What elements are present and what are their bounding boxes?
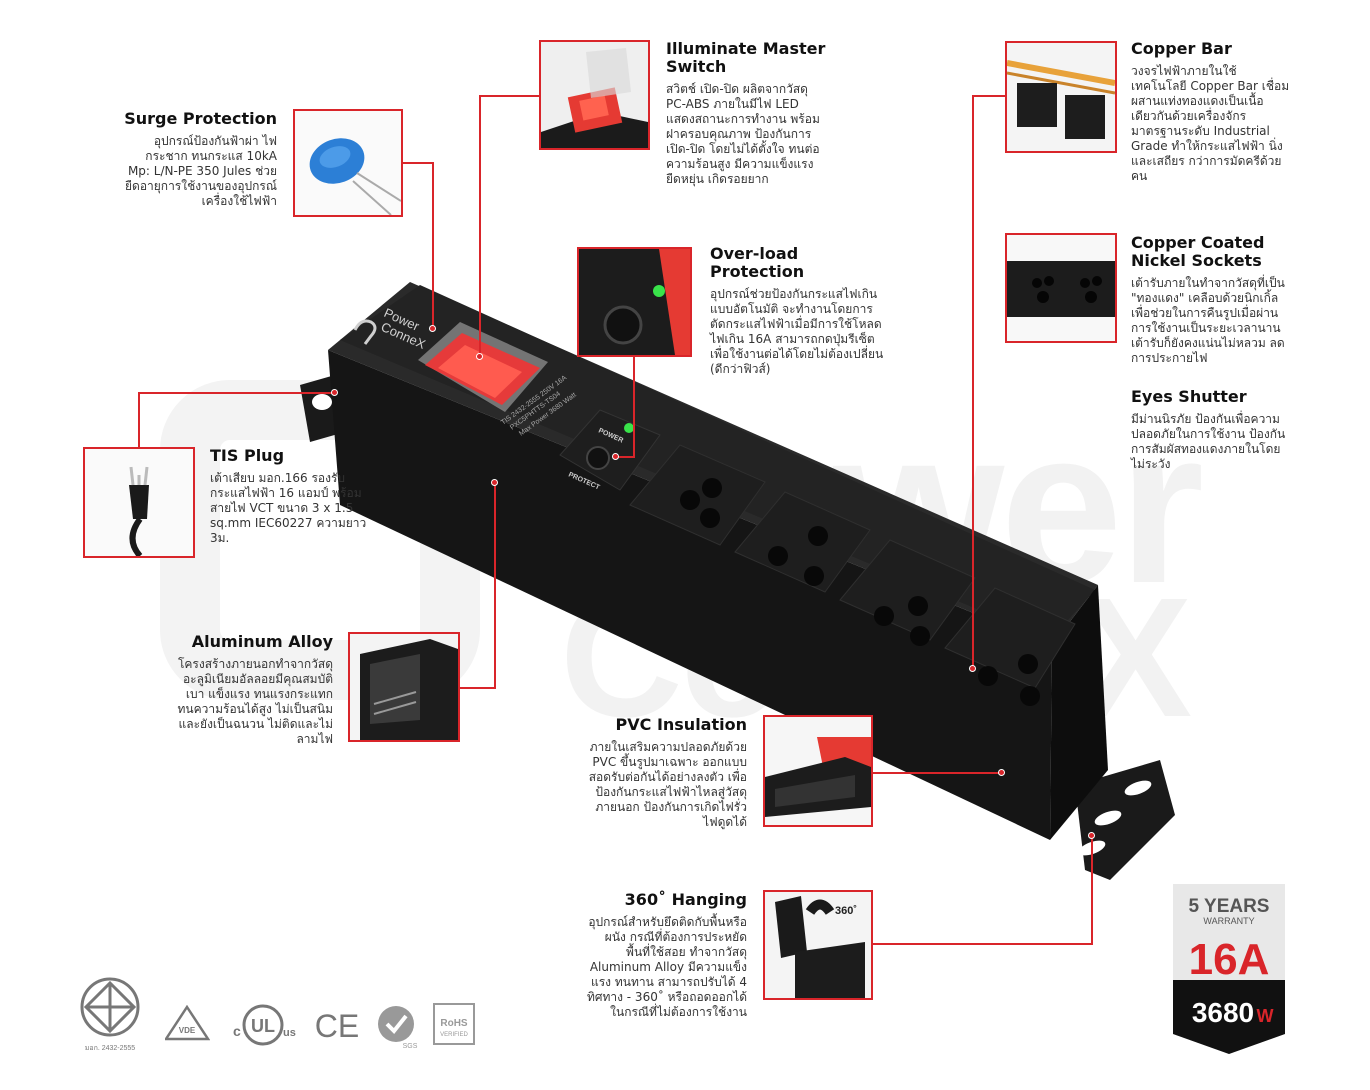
shutter-title: Eyes Shutter (1131, 387, 1247, 406)
ce-cert-icon: CE (315, 1008, 359, 1044)
spec-1: TIS 2432-2555 250V 16A (500, 374, 568, 426)
master-title: Illuminate Master Switch (666, 39, 826, 76)
badge-watt: 3680 (1192, 997, 1254, 1028)
feature-master-switch: Illuminate Master Switch สวิตช์ เปิด-ปิด… (666, 40, 831, 187)
tis-title: TIS Plug (210, 446, 285, 465)
hanging-desc: อุปกรณ์สำหรับยึดติดกับพื้นหรือผนัง กรณีท… (586, 915, 747, 1019)
ul-us-label: us (283, 1027, 296, 1039)
ce-label: CE (315, 1008, 359, 1044)
warranty-badge: 5 YEARS WARRANTY 16A 3680 W (1173, 884, 1285, 1054)
copperbar-desc: วงจรไฟฟ้าภายในใช้เทคโนโลยี Copper Bar เช… (1131, 64, 1290, 183)
pvc-image (763, 715, 873, 827)
hanging-title: 360˚ Hanging (624, 890, 747, 909)
feature-tis: TIS Plug เต้าเสียบ มอก.166 รองรับกระแสไฟ… (210, 447, 370, 546)
aluminum-desc: โครงสร้างภายนอกทำจากวัสดุ อะลูมิเนียมอัล… (177, 657, 333, 746)
master-switch-image (539, 40, 650, 150)
tis-cert-icon: มอก. 2432-2555 (80, 977, 140, 1052)
feature-aluminum: Aluminum Alloy โครงสร้างภายนอกทำจากวัสดุ… (170, 633, 333, 747)
product-brand-2: ConneX (379, 319, 428, 352)
rohs-label: RoHS (440, 1018, 468, 1029)
badge-years: 5 YEARS (1189, 896, 1270, 917)
tis-desc: เต้าเสียบ มอก.166 รองรับกระแสไฟฟ้า 16 แอ… (210, 471, 367, 545)
surge-desc: อุปกรณ์ป้องกันฟ้าผ่า ไฟกระชาก ทนกระแส 10… (125, 134, 277, 208)
aluminum-title: Aluminum Alloy (191, 632, 333, 651)
master-desc: สวิตช์ เปิด-ปิด ผลิตจากวัสดุ PC-ABS ภายใ… (666, 82, 820, 186)
copper-bar-image (1005, 41, 1117, 153)
badge-watt-unit: W (1257, 1006, 1274, 1026)
copperbar-title: Copper Bar (1131, 39, 1232, 58)
feature-surge: Surge Protection อุปกรณ์ป้องกันฟ้าผ่า ไฟ… (120, 110, 277, 209)
ul-cert-icon: UL c us (233, 1004, 296, 1046)
nickel-desc: เต้ารับภายในทำจากวัสดุที่เป็น "ทองแดง" เ… (1131, 276, 1285, 365)
pvc-title: PVC Insulation (615, 715, 747, 734)
pvc-desc: ภายในเสริมความปลอดภัยด้วย PVC ขึ้นรูปมาเ… (588, 740, 747, 829)
overload-image (577, 247, 692, 357)
rohs-cert-icon: RoHS VERIFIED (433, 1003, 475, 1045)
product-brand-1: Power (382, 305, 422, 334)
tis-plug-image (83, 447, 195, 558)
feature-pvc: PVC Insulation ภายในเสริมความปลอดภัยด้วย… (585, 716, 747, 830)
overload-desc: อุปกรณ์ช่วยป้องกันกระแสไฟเกินแบบอัตโนมัต… (710, 287, 884, 376)
surge-image (293, 109, 403, 217)
feature-nickel: Copper Coated Nickel Sockets เต้ารับภายใ… (1131, 234, 1291, 366)
nickel-title: Copper Coated Nickel Sockets (1131, 233, 1265, 270)
nickel-socket-image (1005, 233, 1117, 343)
badge-360: 360˚ (835, 905, 857, 917)
ul-label: UL (251, 1016, 275, 1036)
shutter-desc: มีม่านนิรภัย ป้องกันเพื่อความปลอดภัยในกา… (1131, 412, 1286, 471)
surge-title: Surge Protection (124, 109, 277, 128)
aluminum-image (348, 632, 460, 742)
hanging-image: 360˚ (763, 890, 873, 1000)
tis-cert-label: มอก. 2432-2555 (85, 1045, 136, 1052)
feature-shutter: Eyes Shutter มีม่านนิรภัย ป้องกันเพื่อคว… (1131, 388, 1291, 472)
ul-c-label: c (233, 1023, 241, 1039)
feature-hanging: 360˚ Hanging อุปกรณ์สำหรับยึดติดกับพื้นห… (585, 891, 747, 1020)
sgs-cert-icon: SGS (378, 1006, 418, 1050)
badge-amp: 16A (1189, 935, 1270, 984)
sgs-label: SGS (403, 1043, 418, 1050)
spec-2: PXC5PHTTS-TS04 (509, 390, 562, 431)
overload-title: Over-load Protection (710, 244, 805, 281)
vde-label: VDE (179, 1026, 196, 1035)
badge-warranty: WARRANTY (1203, 916, 1254, 926)
feature-copper-bar: Copper Bar วงจรไฟฟ้าภายในใช้เทคโนโลยี Co… (1131, 40, 1291, 184)
vde-cert-icon: VDE (165, 1005, 210, 1041)
rohs-sub-label: VERIFIED (440, 1032, 468, 1038)
feature-overload: Over-load Protection อุปกรณ์ช่วยป้องกันก… (710, 245, 885, 377)
